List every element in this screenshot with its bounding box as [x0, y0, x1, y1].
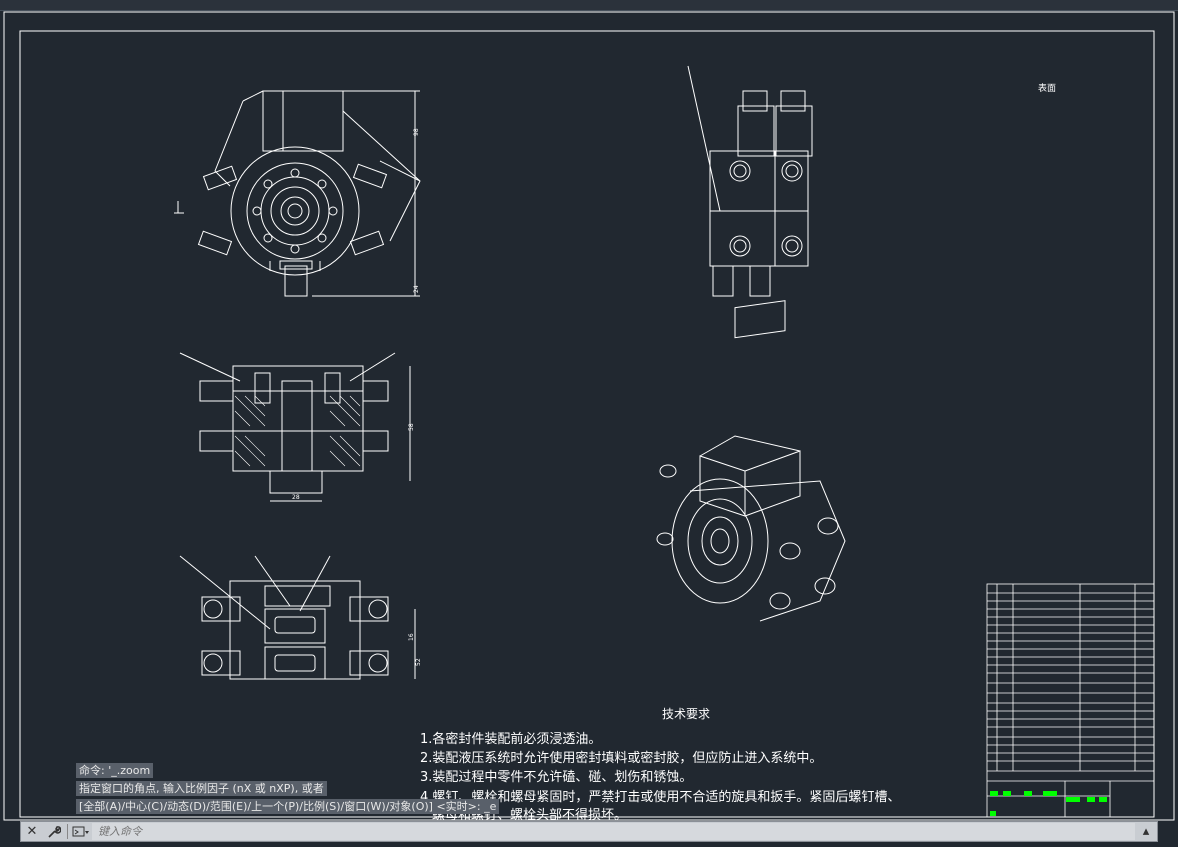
- tech-requirement-item: 2.装配液压系统时允许使用密封填料或密封胶，但应防止进入系统中。: [420, 750, 822, 766]
- outer-border: [3, 11, 1175, 821]
- command-history-line: 命令: '_.zoom: [76, 763, 154, 778]
- wrench-icon[interactable]: [43, 822, 65, 841]
- dim-label: 16: [408, 633, 415, 641]
- isometric-view: [656, 300, 846, 622]
- tech-requirements-title: 技术要求: [662, 707, 710, 721]
- chevron-up-icon[interactable]: ▴: [1142, 824, 1150, 839]
- command-history-line: 指定窗口的角点, 输入比例因子 (nX 或 nXP), 或者: [76, 781, 327, 796]
- command-line-bar: ✕ ▴: [20, 821, 1158, 842]
- section-view: [179, 352, 411, 502]
- command-history-line: [全部(A)/中心(C)/动态(D)/范围(E)/上一个(P)/比例(S)/窗口…: [76, 799, 500, 814]
- side-view: [687, 65, 813, 297]
- drawing-canvas[interactable]: 表面 98 24 58 28 16 52 技术要求 1.各密封件装配前必须浸透油…: [0, 11, 1178, 821]
- bottom-view: [179, 555, 416, 680]
- close-icon[interactable]: ✕: [26, 824, 38, 839]
- tech-requirement-item: 1.各密封件装配前必须浸透油。: [420, 731, 601, 747]
- front-view: [174, 90, 421, 297]
- separator: [67, 824, 68, 839]
- dim-label: 52: [415, 658, 422, 666]
- tech-requirement-item: 4.螺钉、螺栓和螺母紧固时，严禁打击或使用不合适的旋具和扳手。紧固后螺钉槽、: [420, 789, 900, 805]
- command-input[interactable]: [92, 823, 1135, 840]
- tech-requirement-item: 3.装配过程中零件不允许磕、碰、划伤和锈蚀。: [420, 769, 692, 785]
- dim-label: 24: [413, 285, 420, 293]
- dim-label: 28: [292, 494, 300, 501]
- title-block-highlights: [990, 791, 1107, 816]
- command-prompt-icon[interactable]: [70, 822, 92, 841]
- dim-label: 98: [413, 128, 420, 136]
- parts-list-table: [986, 583, 1155, 818]
- command-history: 命令: '_.zoom 指定窗口的角点, 输入比例因子 (nX 或 nXP), …: [76, 759, 636, 814]
- left-gutter: [0, 821, 20, 847]
- top-toolbar-strip: [0, 0, 1178, 11]
- surface-roughness-label: 表面: [1038, 82, 1056, 94]
- drawing-frame: [19, 30, 1155, 818]
- dim-label: 58: [408, 423, 415, 431]
